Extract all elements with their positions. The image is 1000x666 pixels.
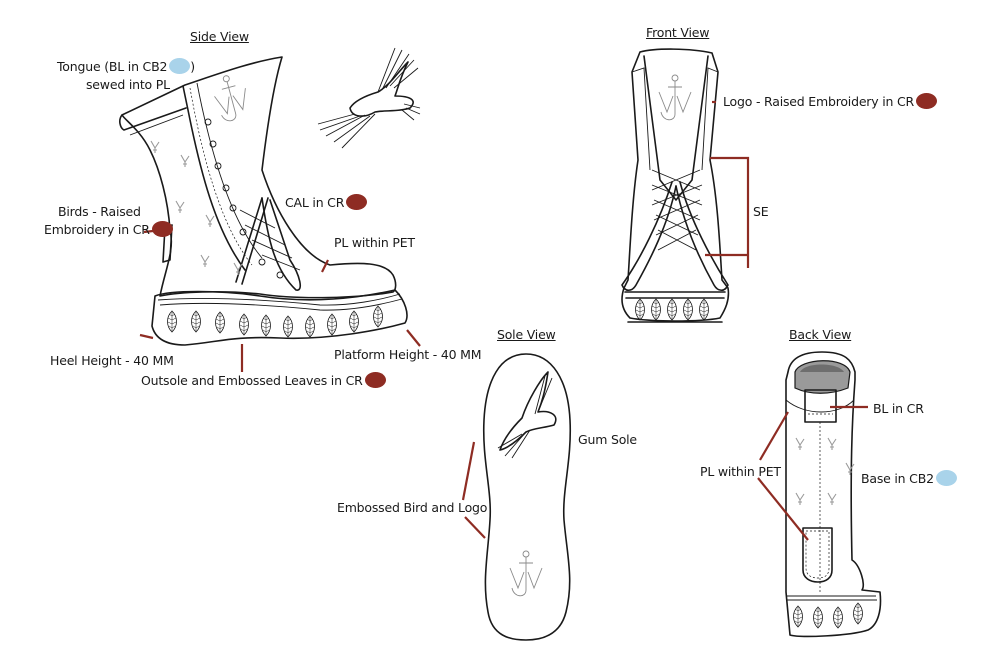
embossed-leaves xyxy=(167,305,383,338)
bl-cr-label: BL in CR xyxy=(873,401,924,416)
se-label: SE xyxy=(753,204,769,219)
laces xyxy=(235,197,302,291)
outsole-label: Outsole and Embossed Leaves in CR xyxy=(141,372,386,389)
back-view-title: Back View xyxy=(789,327,852,342)
sole-view-outsole xyxy=(482,353,572,641)
cr-color-swatch xyxy=(916,93,937,109)
outsole-label-text: Outsole and Embossed Leaves in CR xyxy=(141,373,363,388)
cb2-color-swatch xyxy=(169,58,191,74)
flying-bird-illustration xyxy=(317,47,421,149)
tongue-label-text: Tongue (BL in CB2 xyxy=(57,59,168,74)
base-label: Base in CB2 xyxy=(861,470,957,487)
platform-height-label: Platform Height - 40 MM xyxy=(334,347,482,362)
back-view-boot xyxy=(785,351,882,638)
embossed-bird-logo-label: Embossed Bird and Logo xyxy=(337,500,488,515)
sole-view-title: Sole View xyxy=(497,327,556,342)
logo-label: Logo - Raised Embroidery in CR xyxy=(723,93,937,110)
cr-color-swatch xyxy=(364,372,386,388)
back-pl-pet-label: PL within PET xyxy=(700,464,781,479)
base-label-text: Base in CB2 xyxy=(861,471,934,486)
gum-sole-label: Gum Sole xyxy=(578,432,637,447)
eyelets xyxy=(204,118,284,279)
cal-label: CAL in CR xyxy=(285,194,368,211)
front-laces xyxy=(621,169,729,292)
cal-label-text: CAL in CR xyxy=(285,195,345,210)
birds-label-line2: Embroidery in CR xyxy=(44,222,150,237)
logo-label-text: Logo - Raised Embroidery in CR xyxy=(723,94,914,109)
side-view-boot xyxy=(119,56,408,346)
birds-label-line1: Birds - Raised xyxy=(58,204,141,219)
birds-label: Embroidery in CR xyxy=(44,221,173,238)
cb2-color-swatch xyxy=(935,470,957,486)
front-view-title: Front View xyxy=(646,25,710,40)
cr-color-swatch xyxy=(151,221,173,237)
side-view-title: Side View xyxy=(190,29,249,44)
front-view-boot xyxy=(621,48,730,323)
tongue-label-paren: ) xyxy=(190,59,195,74)
cr-color-swatch xyxy=(346,194,368,210)
side-pl-pet-label: PL within PET xyxy=(334,235,415,250)
heel-height-label: Heel Height - 40 MM xyxy=(50,353,174,368)
tongue-label-line2: sewed into PL xyxy=(86,77,170,92)
tongue-label: Tongue (BL in CB2) xyxy=(57,58,195,75)
